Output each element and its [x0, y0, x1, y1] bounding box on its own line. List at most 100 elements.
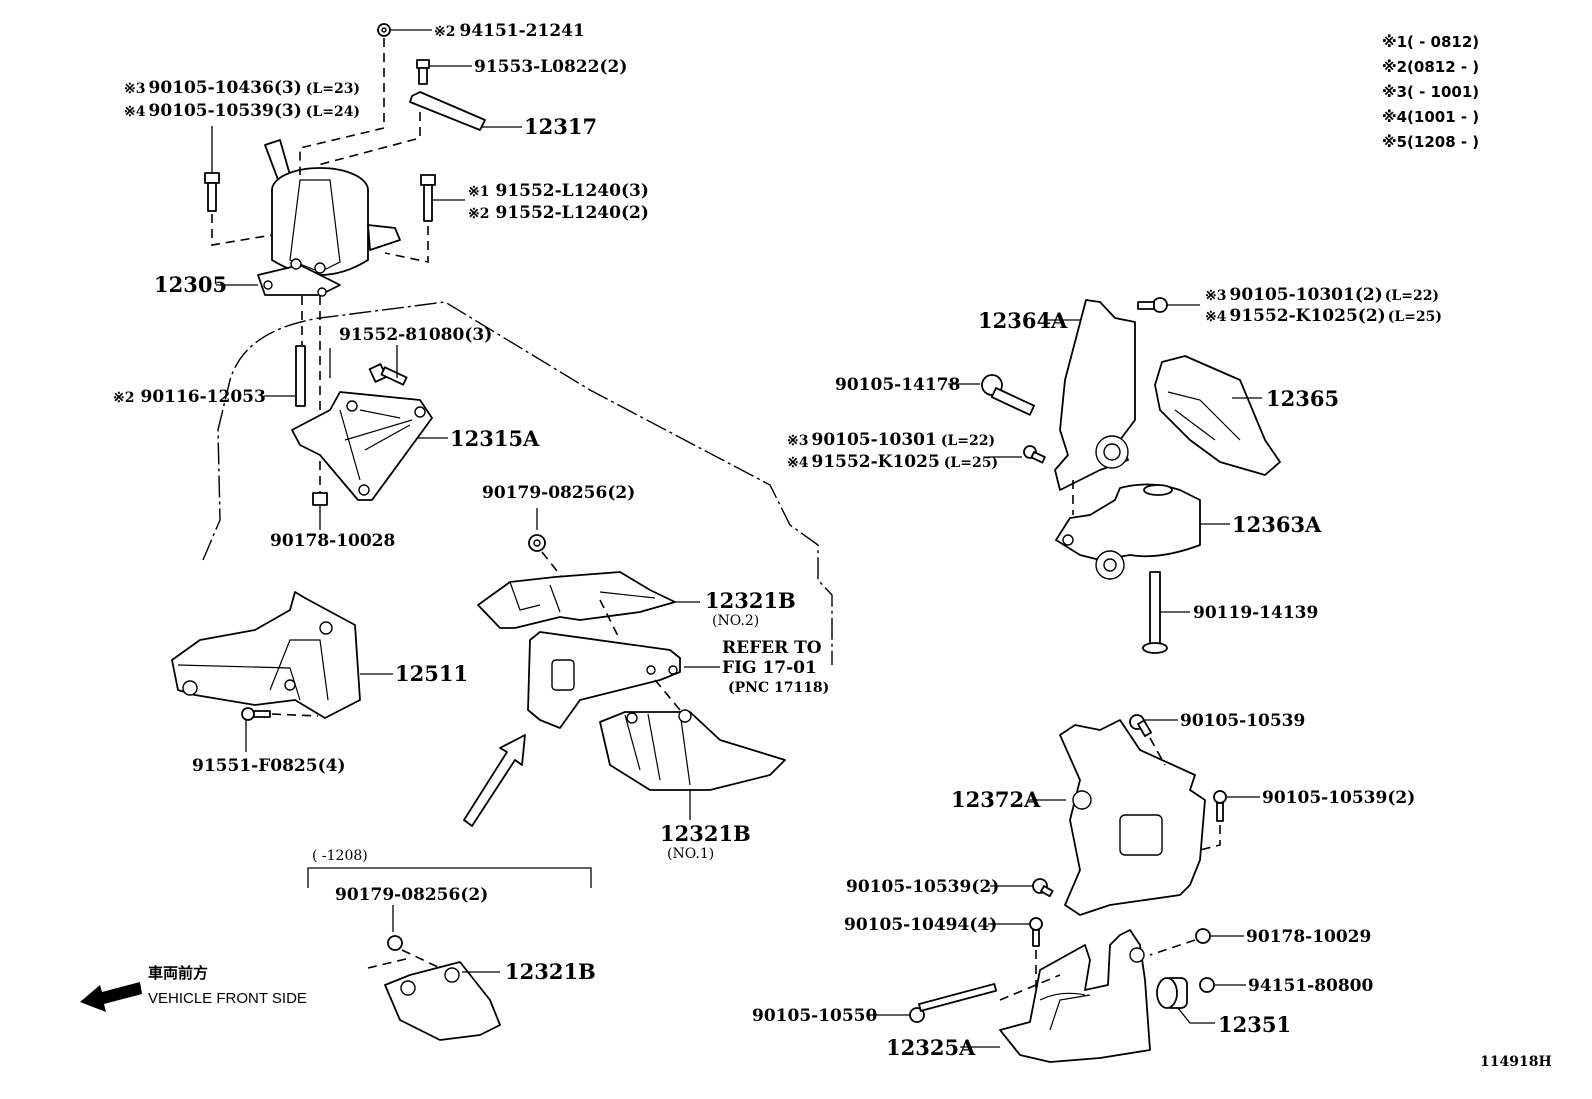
label-12511[interactable]: 12511 [395, 661, 468, 686]
label-12315A[interactable]: 12315A [450, 426, 540, 451]
part-12363A-mount [1055, 483, 1201, 561]
nut-icon [312, 492, 328, 506]
engine-outline-boundary [202, 301, 833, 665]
label-12321B-late[interactable]: 12321B [505, 959, 596, 984]
legend-mark: ※2 [1382, 58, 1407, 76]
part-12321B-no1 [599, 711, 786, 791]
legend-range: (1001 - ) [1407, 108, 1479, 126]
bolt-icon [1029, 917, 1043, 947]
bolt-icon [241, 707, 271, 721]
label-90105-10539-top[interactable]: 90105-10539 [1180, 711, 1305, 731]
legend-range: (0812 - ) [1407, 58, 1479, 76]
bolt-icon [1032, 878, 1054, 898]
nut-icon [1195, 928, 1211, 944]
legend-mark: ※5 [1382, 133, 1407, 151]
direction-label-en: VEHICLE FRONT SIDE [148, 990, 307, 1007]
legend-mark: ※3 [1382, 83, 1407, 101]
label-12317[interactable]: 12317 [524, 114, 597, 139]
bolt-icon [1129, 714, 1152, 738]
label-90105-10539-right[interactable]: 90105-10539(2) [1262, 788, 1415, 808]
label-bracket-range: ( -1208) [312, 848, 368, 864]
nut-icon [377, 23, 391, 37]
label-91551-F0825[interactable]: 91551-F0825(4) [192, 756, 346, 776]
view-arrow-icon [463, 734, 526, 827]
bolt-icon [909, 983, 998, 1023]
label-refer-line2[interactable]: FIG 17-01 [722, 658, 817, 678]
label-90179-08256-b[interactable]: 90179-08256(2) [335, 885, 488, 905]
label-12325A[interactable]: 12325A [886, 1035, 976, 1060]
label-12363A[interactable]: 12363A [1232, 512, 1322, 537]
illustration-code: 114918H [1480, 1054, 1552, 1070]
part-12321B-late [384, 961, 501, 1041]
legend-mark: ※1 [1382, 33, 1407, 51]
part-12315A-bracket [291, 391, 433, 501]
bolt-icon [368, 363, 408, 386]
label-12321B-no1[interactable]: 12321B [660, 821, 751, 846]
label-12321B-no2-sub: (NO.2) [712, 613, 759, 629]
label-90178-10029[interactable]: 90178-10029 [1246, 927, 1371, 947]
legend: ※1( - 0812) ※2(0812 - ) ※3( - 1001) ※4(1… [1382, 33, 1479, 151]
label-12351[interactable]: 12351 [1218, 1012, 1291, 1037]
legend-range: ( - 0812) [1407, 33, 1479, 51]
part-12351-bushing [1156, 977, 1188, 1009]
label-90105-10539-left[interactable]: 90105-10539(2) [846, 877, 999, 897]
label-12365[interactable]: 12365 [1266, 386, 1339, 411]
bolt-icon [981, 374, 1035, 416]
part-12511-bracket [171, 591, 361, 719]
legend-range: (1208 - ) [1407, 133, 1479, 151]
label-94151-80800[interactable]: 94151-80800 [1248, 976, 1374, 996]
bolt-icon [1213, 790, 1227, 822]
svg-text:※5(1208 - ): ※5(1208 - ) [1382, 133, 1479, 151]
svg-text:※4(1001 - ): ※4(1001 - ) [1382, 108, 1479, 126]
bolt-icon [204, 172, 220, 212]
nut-icon [1199, 977, 1215, 993]
refer-bracket [527, 631, 681, 729]
svg-text:※1( - 0812): ※1( - 0812) [1382, 33, 1479, 51]
label-91553-L0822[interactable]: 91553-L0822(2) [474, 57, 627, 77]
label-12364A[interactable]: 12364A [978, 308, 1068, 333]
label-refer-line1: REFER TO [722, 638, 822, 658]
stud-icon [1149, 571, 1161, 645]
label-90178-10028[interactable]: 90178-10028 [270, 531, 395, 551]
bolt-icon [1137, 297, 1168, 313]
label-90105-10494[interactable]: 90105-10494(4) [844, 915, 997, 935]
nut-icon [387, 935, 403, 951]
label-12321B-no1-sub: (NO.1) [667, 846, 714, 862]
svg-text:※3( - 1001): ※3( - 1001) [1382, 83, 1479, 101]
direction-label-jp: 車両前方 [148, 964, 208, 982]
label-12321B-no2[interactable]: 12321B [705, 588, 796, 613]
part-12325A-bracket [999, 929, 1151, 1063]
label-90105-10550[interactable]: 90105-10550 [752, 1006, 878, 1026]
label-12305[interactable]: 12305 [154, 272, 227, 297]
legend-range: ( - 1001) [1407, 83, 1479, 101]
label-90179-08256-a[interactable]: 90179-08256(2) [482, 483, 635, 503]
bolt-icon [416, 59, 430, 85]
legend-mark: ※4 [1382, 108, 1407, 126]
label-refer-line3: (PNC 17118) [728, 680, 829, 696]
part-12365-cover [1154, 355, 1281, 476]
stud-icon [295, 345, 306, 407]
part-12321B-no2 [477, 571, 676, 629]
label-91552-81080[interactable]: 91552-81080(3) [339, 325, 492, 345]
nut-icon [528, 534, 546, 552]
label-90105-14178[interactable]: 90105-14178 [835, 375, 960, 395]
arrow-left-icon [80, 982, 142, 1012]
svg-text:※2(0812 - ): ※2(0812 - ) [1382, 58, 1479, 76]
label-90119-14139[interactable]: 90119-14139 [1193, 603, 1318, 623]
label-12372A[interactable]: 12372A [951, 787, 1041, 812]
part-12317-plate [409, 91, 486, 131]
range-bracket [307, 867, 592, 888]
bolt-icon [1023, 445, 1046, 464]
